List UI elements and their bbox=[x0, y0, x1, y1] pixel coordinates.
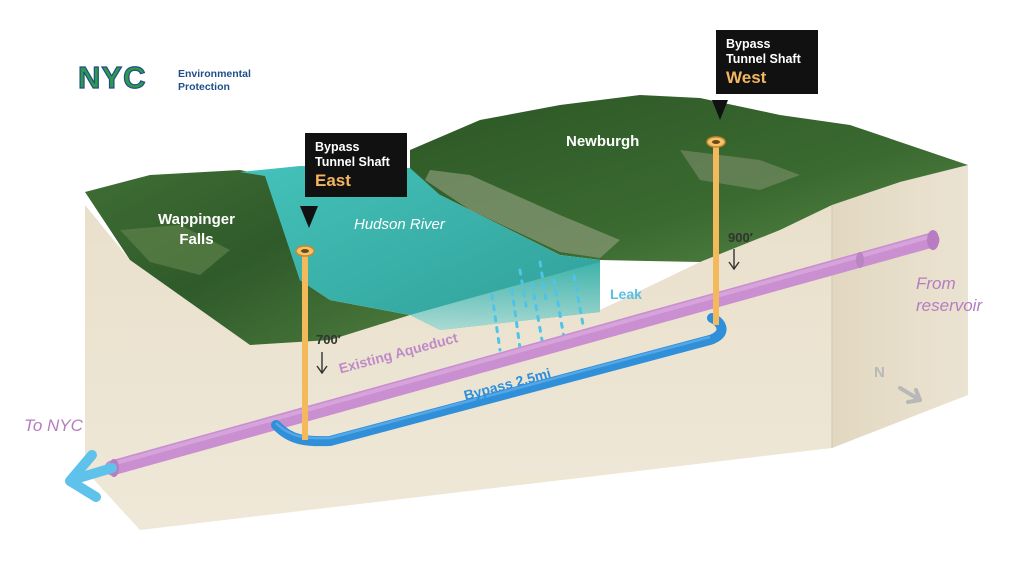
label-from-line-2: reservoir bbox=[916, 296, 983, 316]
label-depth-west: 900′ bbox=[728, 230, 753, 245]
logo-line-1: Environmental bbox=[178, 68, 251, 80]
land-wappinger bbox=[85, 170, 410, 345]
place-hudson-river: Hudson River bbox=[354, 216, 445, 233]
logo-line-2: Protection bbox=[178, 81, 230, 94]
down-arrow-icon bbox=[728, 249, 740, 271]
callout-east-name: East bbox=[315, 170, 351, 190]
callout-east-line-1: Bypass bbox=[315, 140, 360, 154]
nyc-logo-mark: NYC bbox=[78, 60, 146, 95]
place-wappinger-line-2: Falls bbox=[179, 231, 214, 249]
leak-drops bbox=[490, 260, 586, 352]
river-section bbox=[410, 262, 600, 330]
label-depth-east: 700′ bbox=[316, 332, 341, 347]
existing-aqueduct bbox=[104, 232, 940, 476]
callout-west-line-2: Tunnel Shaft bbox=[726, 51, 801, 66]
label-from-reservoir: From reservoir bbox=[916, 273, 982, 317]
logo-text: Environmental Protection bbox=[178, 68, 251, 94]
callout-shaft-west: Bypass Tunnel Shaft West bbox=[716, 30, 818, 94]
label-leak: Leak bbox=[610, 286, 642, 302]
bypass-tunnel bbox=[271, 313, 727, 447]
label-north: N bbox=[874, 364, 885, 381]
callout-east-line-2: Tunnel Shaft bbox=[315, 154, 390, 169]
place-wappinger-line-1: Wappinger bbox=[158, 211, 235, 228]
place-wappinger-falls: Wappinger Falls bbox=[158, 210, 235, 251]
aqueduct-end-reservoir bbox=[927, 230, 939, 250]
down-arrow-icon bbox=[316, 352, 328, 375]
label-from-line-1: From bbox=[916, 274, 956, 293]
callout-shaft-east: Bypass Tunnel Shaft East bbox=[305, 133, 407, 197]
flow-arrow-icon bbox=[65, 450, 117, 502]
callout-west-name: West bbox=[726, 67, 767, 87]
callout-west-line-1: Bypass bbox=[726, 37, 771, 51]
label-to-nyc: To NYC bbox=[24, 416, 83, 435]
place-newburgh: Newburgh bbox=[566, 133, 640, 150]
north-arrow-icon bbox=[898, 386, 922, 404]
